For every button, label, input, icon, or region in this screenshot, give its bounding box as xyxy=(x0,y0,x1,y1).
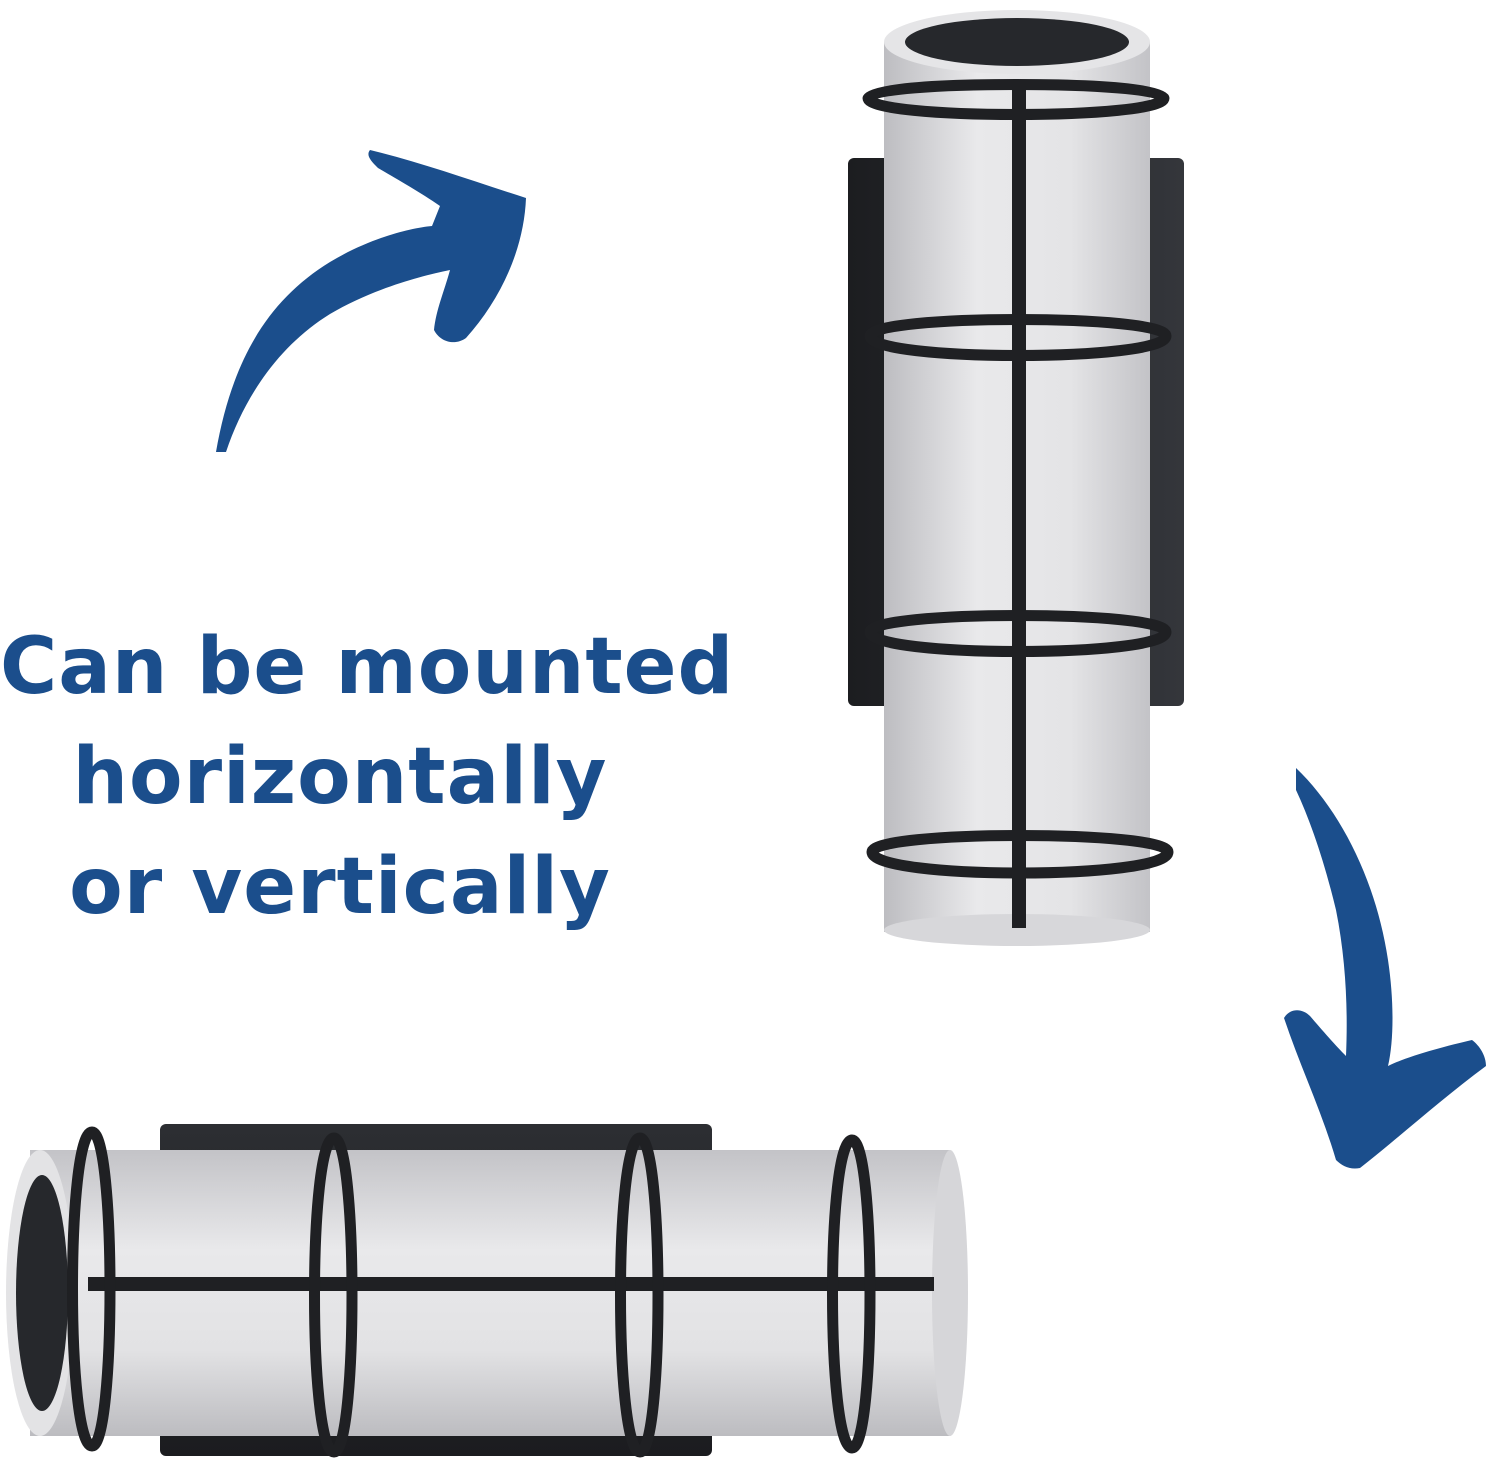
horizontal-shade xyxy=(30,1150,950,1436)
caption-line-1: Can be mounted xyxy=(0,622,735,712)
vertical-fixture xyxy=(848,10,1184,946)
horizontal-rings xyxy=(67,1126,876,1458)
mounting-caption: Can be mounted horizontally or verticall… xyxy=(0,612,735,942)
caption-line-2: horizontally xyxy=(72,732,608,822)
curved-arrow-down-icon xyxy=(1284,768,1486,1169)
horizontal-fixture xyxy=(6,1124,968,1458)
horizontal-center-bar xyxy=(88,1277,934,1291)
vertical-center-bar xyxy=(1012,88,1026,928)
vertical-rings xyxy=(862,79,1174,879)
caption-line-3: or vertically xyxy=(69,842,611,932)
curved-arrow-up-right-icon xyxy=(216,150,526,452)
